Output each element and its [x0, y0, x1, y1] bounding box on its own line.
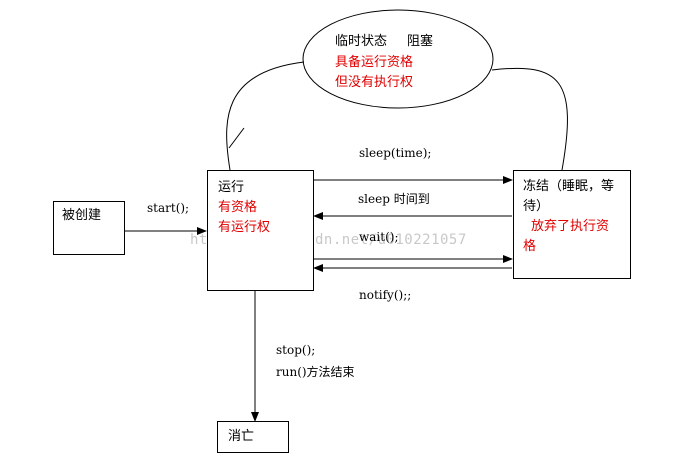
frozen-red-line1: 放弃了执行资 [531, 219, 610, 234]
blocked-title-text: 临时状态 [335, 34, 388, 49]
run-end-label: run()方法结束 [276, 365, 355, 379]
blocked-red-line1: 具备运行资格 [335, 55, 414, 70]
blocked-title2-text: 阻塞 [407, 34, 434, 49]
created-label: 被创建 [62, 208, 102, 223]
start-label: start(); [147, 201, 190, 215]
running-state-box: 运行 有资格 有运行权 [207, 170, 314, 291]
frozen-title-line2: 待） [523, 199, 550, 214]
notify-label: notify();; [359, 288, 412, 302]
blocked-red-line2: 但没有执行权 [335, 75, 414, 90]
running-line1: 有资格 [218, 200, 258, 215]
frozen-title-line1: 冻结（睡眠，等 [523, 179, 615, 194]
wait-label: wait(); [359, 230, 399, 244]
sleep-timeout-label: sleep 时间到 [358, 192, 430, 206]
blocked-title: 临时状态 阻塞 [335, 30, 433, 49]
sleep-time-label: sleep(time); [359, 146, 432, 160]
blocked-state-ellipse [302, 9, 494, 109]
created-state-box: 被创建 [53, 201, 125, 255]
dead-state-box: 消亡 [217, 421, 289, 453]
frozen-red-line2: 格 [523, 239, 537, 254]
stop-label: stop(); [276, 343, 316, 357]
frozen-state-box: 冻结（睡眠，等 待） 放弃了执行资 格 [513, 170, 631, 279]
running-title: 运行 [218, 180, 245, 195]
blocked-to-frozen-curve [491, 67, 568, 171]
dead-label: 消亡 [228, 429, 255, 444]
running-to-blocked-curve [226, 61, 305, 171]
running-line2: 有运行权 [218, 220, 271, 235]
running-curve-tick [228, 127, 245, 149]
